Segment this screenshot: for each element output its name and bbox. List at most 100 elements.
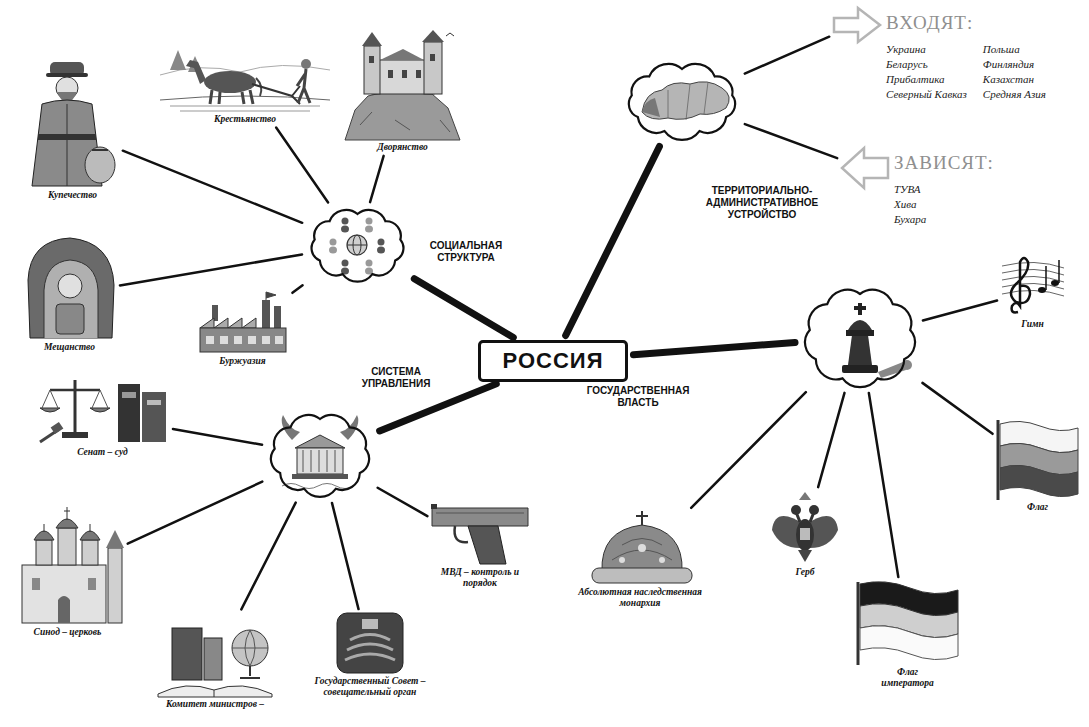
item-caption: Абсолютная наследственная монархия — [574, 587, 706, 609]
branch-cloud: СОЦИАЛЬНАЯ СТРУКТУРА — [305, 205, 410, 285]
branch-connector — [414, 279, 513, 338]
factory-icon — [200, 292, 286, 352]
item-caption: Государственный Совет – совещательный ор… — [311, 676, 429, 698]
branch-connector — [378, 488, 428, 516]
monomakh-cap — [592, 511, 692, 583]
double-headed-eagle — [772, 492, 838, 562]
townsfolk-icon — [28, 238, 114, 338]
item-caption: Флаг — [995, 502, 1080, 513]
item-caption: МВД – контроль и порядок — [439, 567, 521, 589]
scales-and-books — [40, 380, 166, 442]
topic-item: МВД – контроль и порядок — [430, 503, 530, 589]
branch-connector — [173, 429, 262, 445]
cloud-outline — [800, 285, 920, 390]
branch-heading: ТЕРРИТОРИАЛЬНО-АДМИНИСТРАТИВНОЕ УСТРОЙСТ… — [700, 185, 824, 221]
list-item: Хива — [894, 197, 994, 211]
branch-connector — [869, 393, 898, 577]
item-caption: Гимн — [1000, 319, 1065, 330]
includes-arrow — [834, 8, 880, 42]
region-list: ВХОДЯТ:УкраинаБеларусьПрибалтикаСеверный… — [832, 8, 1046, 101]
list-item: Казахстан — [983, 72, 1046, 86]
item-caption: Крестьянство — [160, 114, 330, 125]
merchant-figure — [32, 62, 115, 186]
topic-item: Комитет министров – — [155, 612, 275, 710]
branch-connector — [123, 151, 302, 223]
region-list: ЗАВИСЯТ: ТУВАХиваБухара — [840, 148, 994, 226]
item-caption: Герб — [770, 567, 840, 578]
list-heading: ВХОДЯТ: — [886, 12, 1046, 34]
cloud-outline — [305, 205, 410, 285]
depends-arrow — [842, 148, 888, 188]
item-caption: Комитет министров – — [155, 699, 275, 710]
peasant-plough-scene — [160, 50, 330, 111]
item-caption: Дворянство — [345, 142, 460, 153]
government-building-icon — [282, 415, 359, 489]
list-item: ТУВА — [894, 182, 994, 196]
branch-connector — [241, 503, 295, 610]
pistol-icon — [431, 504, 528, 564]
branch-connector — [923, 301, 997, 321]
topic-item: Купечество — [25, 60, 120, 201]
church-icon — [22, 507, 124, 623]
topic-item: Гимн — [1000, 252, 1065, 330]
people-circle-icon — [329, 218, 385, 275]
imperial-flag — [858, 582, 958, 665]
branch-connector — [128, 482, 263, 544]
branch-connector — [120, 254, 302, 285]
item-caption: Сенат – суд — [35, 447, 170, 458]
topic-item: Флаг императора — [855, 580, 960, 689]
list-item: Финляндия — [983, 57, 1046, 71]
topic-item: Синод – церковь — [10, 505, 125, 638]
list-heading: ЗАВИСЯТ: — [894, 152, 994, 174]
branch-connector — [292, 285, 302, 292]
books-and-globe — [158, 628, 272, 697]
branch-cloud: СИСТЕМА УПРАВЛЕНИЯ — [265, 410, 375, 500]
list-item: Польша — [983, 42, 1046, 56]
topic-item: Сенат – суд — [35, 375, 170, 458]
topic-item: Мещанство — [22, 235, 117, 353]
central-topic-box: РОССИЯ — [478, 340, 629, 382]
branch-cloud: ТЕРРИТОРИАЛЬНО-АДМИНИСТРАТИВНОЕ УСТРОЙСТ… — [622, 60, 742, 142]
branch-connector — [818, 393, 844, 487]
topic-item: Дворянство — [345, 30, 460, 153]
treble-clef-icon — [1002, 258, 1064, 312]
branch-connector — [745, 37, 830, 74]
branch-connector — [691, 392, 806, 508]
list-item: Украина — [886, 42, 967, 56]
list-item: Северный Кавказ — [886, 87, 967, 101]
item-caption: Мещанство — [22, 342, 117, 353]
topic-item: Государственный Совет – совещательный ор… — [311, 612, 429, 698]
list-item: Средняя Азия — [983, 87, 1046, 101]
branch-connector — [332, 503, 359, 609]
item-caption: Купечество — [25, 190, 120, 201]
topic-item: Герб — [770, 490, 840, 578]
list-item: Беларусь — [886, 57, 967, 71]
branch-connector — [380, 384, 497, 431]
branch-connector — [922, 383, 992, 434]
branch-cloud: ГОСУДАРСТВЕННАЯ ВЛАСТЬ — [800, 285, 920, 390]
topic-item: Крестьянство — [160, 40, 330, 125]
branch-connector — [633, 342, 795, 354]
topic-item: Буржуазия — [195, 292, 290, 367]
branch-connector — [745, 124, 837, 158]
cloud-outline — [622, 60, 742, 142]
topic-title: РОССИЯ — [503, 347, 604, 375]
russian-flag — [998, 420, 1078, 500]
item-caption: Буржуазия — [195, 356, 290, 367]
branch-heading: СИСТЕМА УПРАВЛЕНИЯ — [351, 366, 441, 390]
castle-on-cliff — [345, 30, 460, 140]
item-caption: Синод – церковь — [10, 627, 125, 638]
council-hall-icon — [337, 613, 403, 673]
cloud-outline — [265, 410, 375, 500]
branch-connector — [566, 146, 660, 335]
map-icon — [642, 82, 729, 120]
branch-heading: ГОСУДАРСТВЕННАЯ ВЛАСТЬ — [576, 385, 700, 409]
item-caption: Флаг императора — [877, 667, 939, 689]
branch-connector — [276, 127, 328, 202]
chess-king-icon — [842, 303, 912, 378]
branch-connector — [370, 156, 384, 202]
list-item: Бухара — [894, 212, 994, 226]
topic-item: Абсолютная наследственная монархия — [574, 510, 706, 609]
topic-item: Флаг — [995, 420, 1080, 513]
